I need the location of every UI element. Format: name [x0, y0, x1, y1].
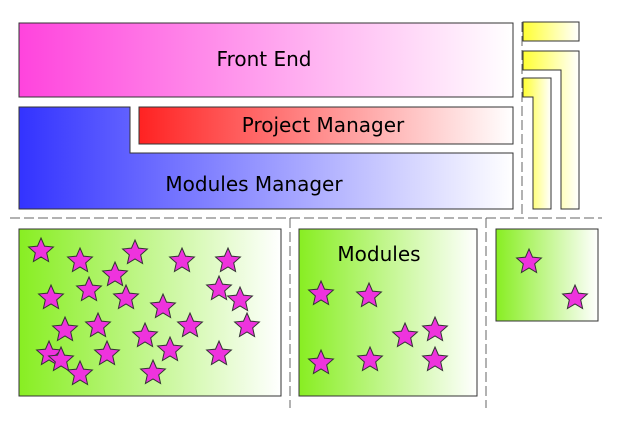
star-icon: [27, 236, 55, 263]
side-bars-group: [522, 21, 580, 210]
star-icon: [168, 246, 196, 273]
star-icon: [391, 321, 419, 348]
star-icon: [47, 345, 75, 372]
star-icon: [101, 260, 129, 287]
star-icon: [112, 283, 140, 310]
star-icon: [226, 285, 254, 312]
star-icon: [121, 238, 149, 265]
front-end-box: [18, 22, 514, 98]
dividers: [10, 22, 602, 408]
side-bar-inner: [522, 77, 552, 210]
star-icon: [205, 274, 233, 301]
star-icon: [356, 345, 384, 372]
star-icon: [355, 281, 383, 308]
star-icon: [176, 311, 204, 338]
star-icon: [131, 321, 159, 348]
star-icon: [37, 283, 65, 310]
modules-label: Modules: [337, 242, 420, 266]
project-manager-label: Project Manager: [242, 113, 405, 137]
modules-manager-box: [18, 106, 514, 210]
star-icon: [421, 315, 449, 342]
star-icon: [233, 311, 261, 338]
side-bar-top: [522, 21, 580, 42]
star-icon: [515, 247, 543, 274]
star-icon: [149, 292, 177, 319]
star-icon: [561, 283, 589, 310]
star-icon: [84, 311, 112, 338]
module-box-middle: [298, 228, 478, 397]
modules-manager-label: Modules Manager: [165, 172, 343, 196]
star-icon: [66, 246, 94, 273]
star-icon: [66, 359, 94, 386]
star-icon: [51, 315, 79, 342]
star-icon: [307, 279, 335, 306]
star-icon: [214, 246, 242, 273]
star-icon: [93, 339, 121, 366]
front-end-label: Front End: [217, 47, 312, 71]
star-icon: [307, 348, 335, 375]
star-icon: [156, 335, 184, 362]
star-icon: [421, 345, 449, 372]
side-bar-outer: [522, 50, 580, 210]
project-manager-box: [138, 106, 514, 145]
stars-layer: [27, 236, 589, 386]
star-icon: [205, 339, 233, 366]
star-icon: [139, 358, 167, 385]
star-icon: [75, 275, 103, 302]
